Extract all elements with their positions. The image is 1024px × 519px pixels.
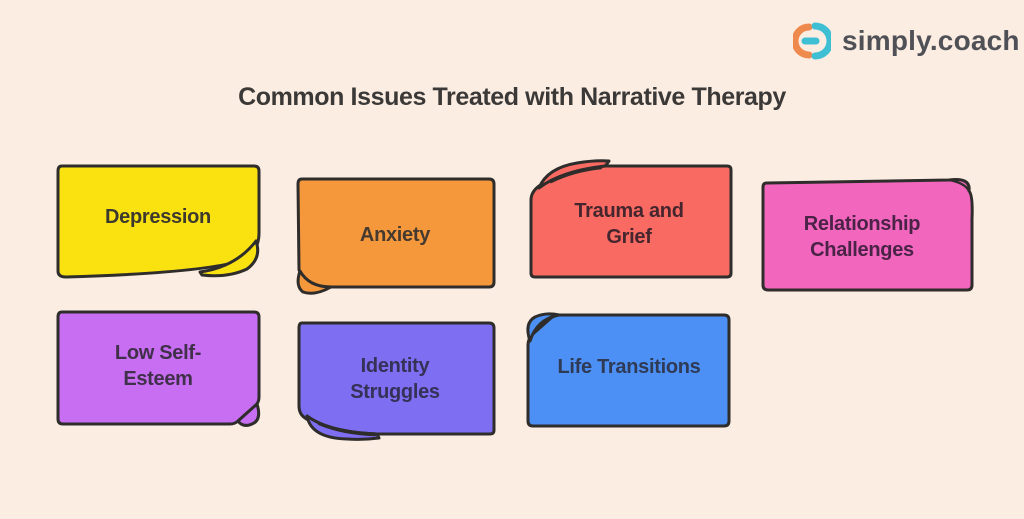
sticky-note-relationship-challenges	[761, 178, 974, 292]
page-curl	[947, 178, 971, 193]
simply-coach-logo-icon	[793, 22, 831, 60]
simply-coach-logo-text: simply.coach	[842, 25, 1020, 56]
page-curl	[296, 269, 333, 295]
page-curl	[526, 312, 561, 343]
sticky-note-trauma-and-grief	[529, 159, 733, 279]
card-label-depression: Depression	[105, 206, 211, 228]
card-label-identity-struggles: Identity Struggles	[350, 355, 440, 403]
page-title: Common Issues Treated with Narrative The…	[238, 83, 786, 111]
card-label-life-transitions: Life Transitions	[557, 356, 701, 378]
card-label-low-self-esteem: Low Self-Esteem	[114, 342, 202, 390]
sticky-note-low-self-esteem	[56, 310, 261, 427]
page-curl	[236, 402, 261, 427]
sticky-note-identity-struggles	[297, 321, 496, 441]
card-label-relationship-challenges: Relationship Challenges	[803, 213, 921, 261]
card-label-anxiety: Anxiety	[359, 224, 431, 246]
sticky-note-life-transitions	[526, 312, 731, 428]
sticky-note-anxiety	[296, 177, 496, 295]
card-label-trauma-and-grief: Trauma and Grief	[574, 200, 684, 248]
page-curl	[198, 239, 260, 278]
sticky-note-depression	[56, 164, 261, 279]
page-curl	[537, 159, 611, 190]
simply-coach-logo: simply.coach	[793, 22, 1020, 60]
